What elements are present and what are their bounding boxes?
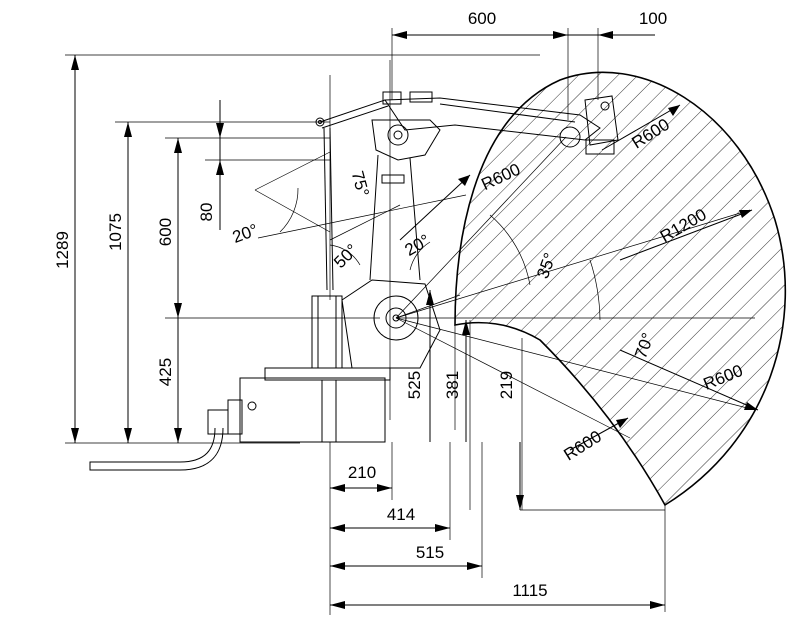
- angle-20-mid: 20°: [402, 231, 434, 260]
- dim-100-top: 100: [639, 9, 667, 28]
- dim-80: 80: [197, 203, 216, 222]
- dim-600-vertical: 600: [156, 218, 175, 246]
- dim-425: 425: [156, 358, 175, 386]
- angle-75: 75°: [348, 169, 373, 199]
- dim-600-top: 600: [468, 9, 496, 28]
- dim-515: 515: [416, 543, 444, 562]
- radius-arrows: [399, 104, 759, 451]
- dim-1289: 1289: [53, 231, 72, 269]
- dim-219: 219: [497, 371, 516, 399]
- dim-1115: 1115: [512, 581, 547, 600]
- dim-381: 381: [443, 371, 462, 399]
- dim-414: 414: [387, 505, 415, 524]
- angle-50: 50°: [330, 240, 362, 272]
- angle-20-left: 20°: [230, 220, 261, 247]
- dim-525: 525: [405, 371, 424, 399]
- workspace-envelope: [454, 71, 787, 507]
- radius-r600-bottom: R600: [560, 427, 605, 465]
- dim-1075: 1075: [106, 213, 125, 251]
- left-dimensions: 1289 1075 600 80 425: [53, 54, 540, 444]
- dim-210: 210: [348, 463, 376, 482]
- robot-arm: [89, 91, 619, 471]
- mid-dimensions: 525 381 219: [405, 290, 665, 511]
- top-dimensions: 600 100: [391, 9, 667, 120]
- bottom-dimensions: 210 414 515 1115: [329, 442, 665, 615]
